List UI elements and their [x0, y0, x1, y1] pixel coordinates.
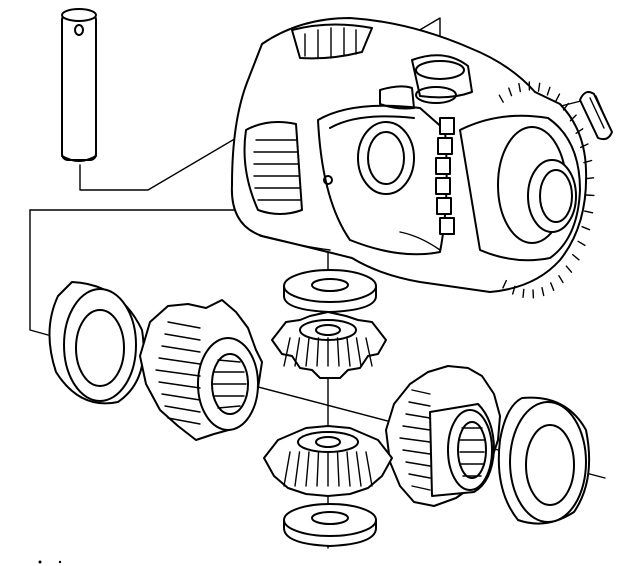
ring-gear-tooth: [541, 287, 545, 297]
left-side-gear-thrust-washer: [48, 281, 145, 405]
lower-pinion-tooth: [355, 451, 362, 487]
ring-gear-tooth: [583, 159, 593, 164]
right-side-gear-tooth: [402, 425, 431, 431]
right-side-gear-tooth: [411, 389, 431, 395]
ring-gear-tooth: [584, 177, 595, 180]
upper-pinion-tooth: [336, 337, 340, 367]
ring-gear-tooth: [577, 240, 586, 247]
right-side-gear-splines: [459, 427, 485, 477]
ring-gear-tooth: [498, 94, 504, 103]
ring-gear-tooth: [522, 288, 525, 298]
right-side-gear-tooth: [408, 473, 431, 479]
left-side-gear-tooth: [161, 393, 201, 401]
lower-pinion-tooth: [336, 451, 340, 487]
right-side-gear-teeth: [399, 389, 431, 491]
ring-gear-tooth: [546, 86, 551, 96]
left-side-gear-splines: [212, 359, 247, 409]
upper-pinion-tooth: [305, 337, 310, 367]
roll-pin: [579, 91, 613, 141]
left-side-gear-tooth: [161, 345, 201, 353]
ring-gear-tooth: [512, 285, 516, 295]
upper-pinion-tooth: [365, 337, 373, 367]
case-window-teeth-left: [253, 139, 301, 201]
right-side-gear: [385, 365, 501, 507]
ring-gear-tooth: [562, 102, 569, 111]
ring-gear-tooth: [537, 82, 541, 92]
lower-pinion-teeth: [283, 451, 373, 487]
ring-gear-tooth: [580, 143, 589, 149]
right-side-gear-tooth: [405, 461, 431, 467]
lower-pinion-tooth: [346, 451, 351, 487]
lower-pinion-thrust-washer: [283, 503, 377, 547]
ring-gear-tooth: [584, 210, 594, 214]
left-side-gear-tooth: [164, 333, 201, 341]
lower-pinion-gear: [263, 425, 393, 497]
ring-gear-tooth: [518, 82, 521, 93]
left-side-gear-teeth: [155, 321, 201, 425]
ring-gear-face-teeth: [435, 117, 455, 235]
ring-gear-tooth: [558, 275, 564, 284]
ring-gear-tooth: [565, 265, 573, 273]
right-side-gear-tooth: [402, 449, 431, 455]
ring-gear-tooth: [575, 128, 584, 135]
lower-pinion-tooth: [365, 451, 373, 487]
ring-gear-tooth: [555, 93, 561, 102]
left-side-gear-tooth: [158, 357, 201, 365]
left-side-gear: [139, 299, 263, 441]
left-side-gear-tooth: [158, 381, 201, 389]
left-side-gear-tooth: [167, 417, 201, 425]
lower-pinion-tooth: [305, 451, 310, 487]
right-side-gear-tooth: [411, 485, 431, 491]
ring-gear-tooth: [581, 225, 591, 231]
right-side-gear-tooth: [399, 437, 431, 443]
upper-pinion-tooth: [346, 337, 351, 367]
upper-pinion-teeth: [283, 337, 373, 367]
ring-gear-tooth: [508, 87, 513, 97]
ring-gear-tooth: [502, 279, 507, 289]
upper-pinion-thrust-washer: [283, 269, 377, 313]
left-side-gear-tooth: [155, 369, 201, 377]
case-window-teeth-top: [304, 27, 357, 59]
ring-gear-tooth: [550, 282, 555, 291]
lower-pinion-tooth: [316, 451, 320, 487]
left-side-gear-tooth: [164, 405, 201, 413]
scan-speck: [38, 560, 62, 564]
upper-pinion-tooth: [283, 337, 291, 367]
right-side-gear-tooth: [405, 413, 431, 419]
upper-pinion-tooth: [355, 337, 362, 367]
lower-pinion-tooth: [294, 451, 301, 487]
lower-pinion-tooth: [283, 451, 291, 487]
left-side-gear-tooth: [167, 321, 201, 329]
upper-pinion-gear: [271, 311, 387, 379]
right-side-gear-tooth: [408, 401, 431, 407]
upper-pinion-tooth: [294, 337, 301, 367]
cross-shaft-pin: [61, 8, 97, 162]
ring-gear-teeth: [498, 81, 595, 299]
differential-case-with-ring-gear: [230, 17, 595, 299]
ring-gear-tooth: [572, 253, 580, 261]
upper-pinion-tooth: [316, 337, 320, 367]
right-side-gear-thrust-washer: [497, 396, 591, 525]
ring-gear-tooth: [569, 114, 577, 122]
